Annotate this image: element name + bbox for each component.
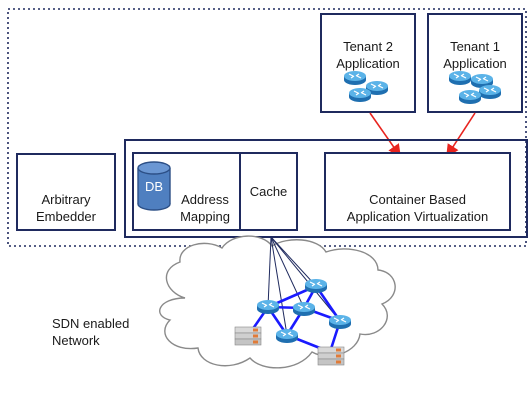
hypervisor-box bbox=[124, 139, 528, 238]
cache-box bbox=[239, 152, 298, 231]
control-links bbox=[267, 236, 341, 336]
system-boundary bbox=[7, 8, 527, 247]
container-virtualization-box bbox=[324, 152, 511, 231]
cache-label: Cache bbox=[249, 184, 288, 199]
database-icon bbox=[137, 161, 171, 211]
tenant-1-arrow bbox=[446, 112, 476, 158]
tenant-2-arrow bbox=[369, 112, 401, 158]
embedder-box bbox=[16, 153, 116, 231]
db-label: DB bbox=[144, 179, 164, 194]
